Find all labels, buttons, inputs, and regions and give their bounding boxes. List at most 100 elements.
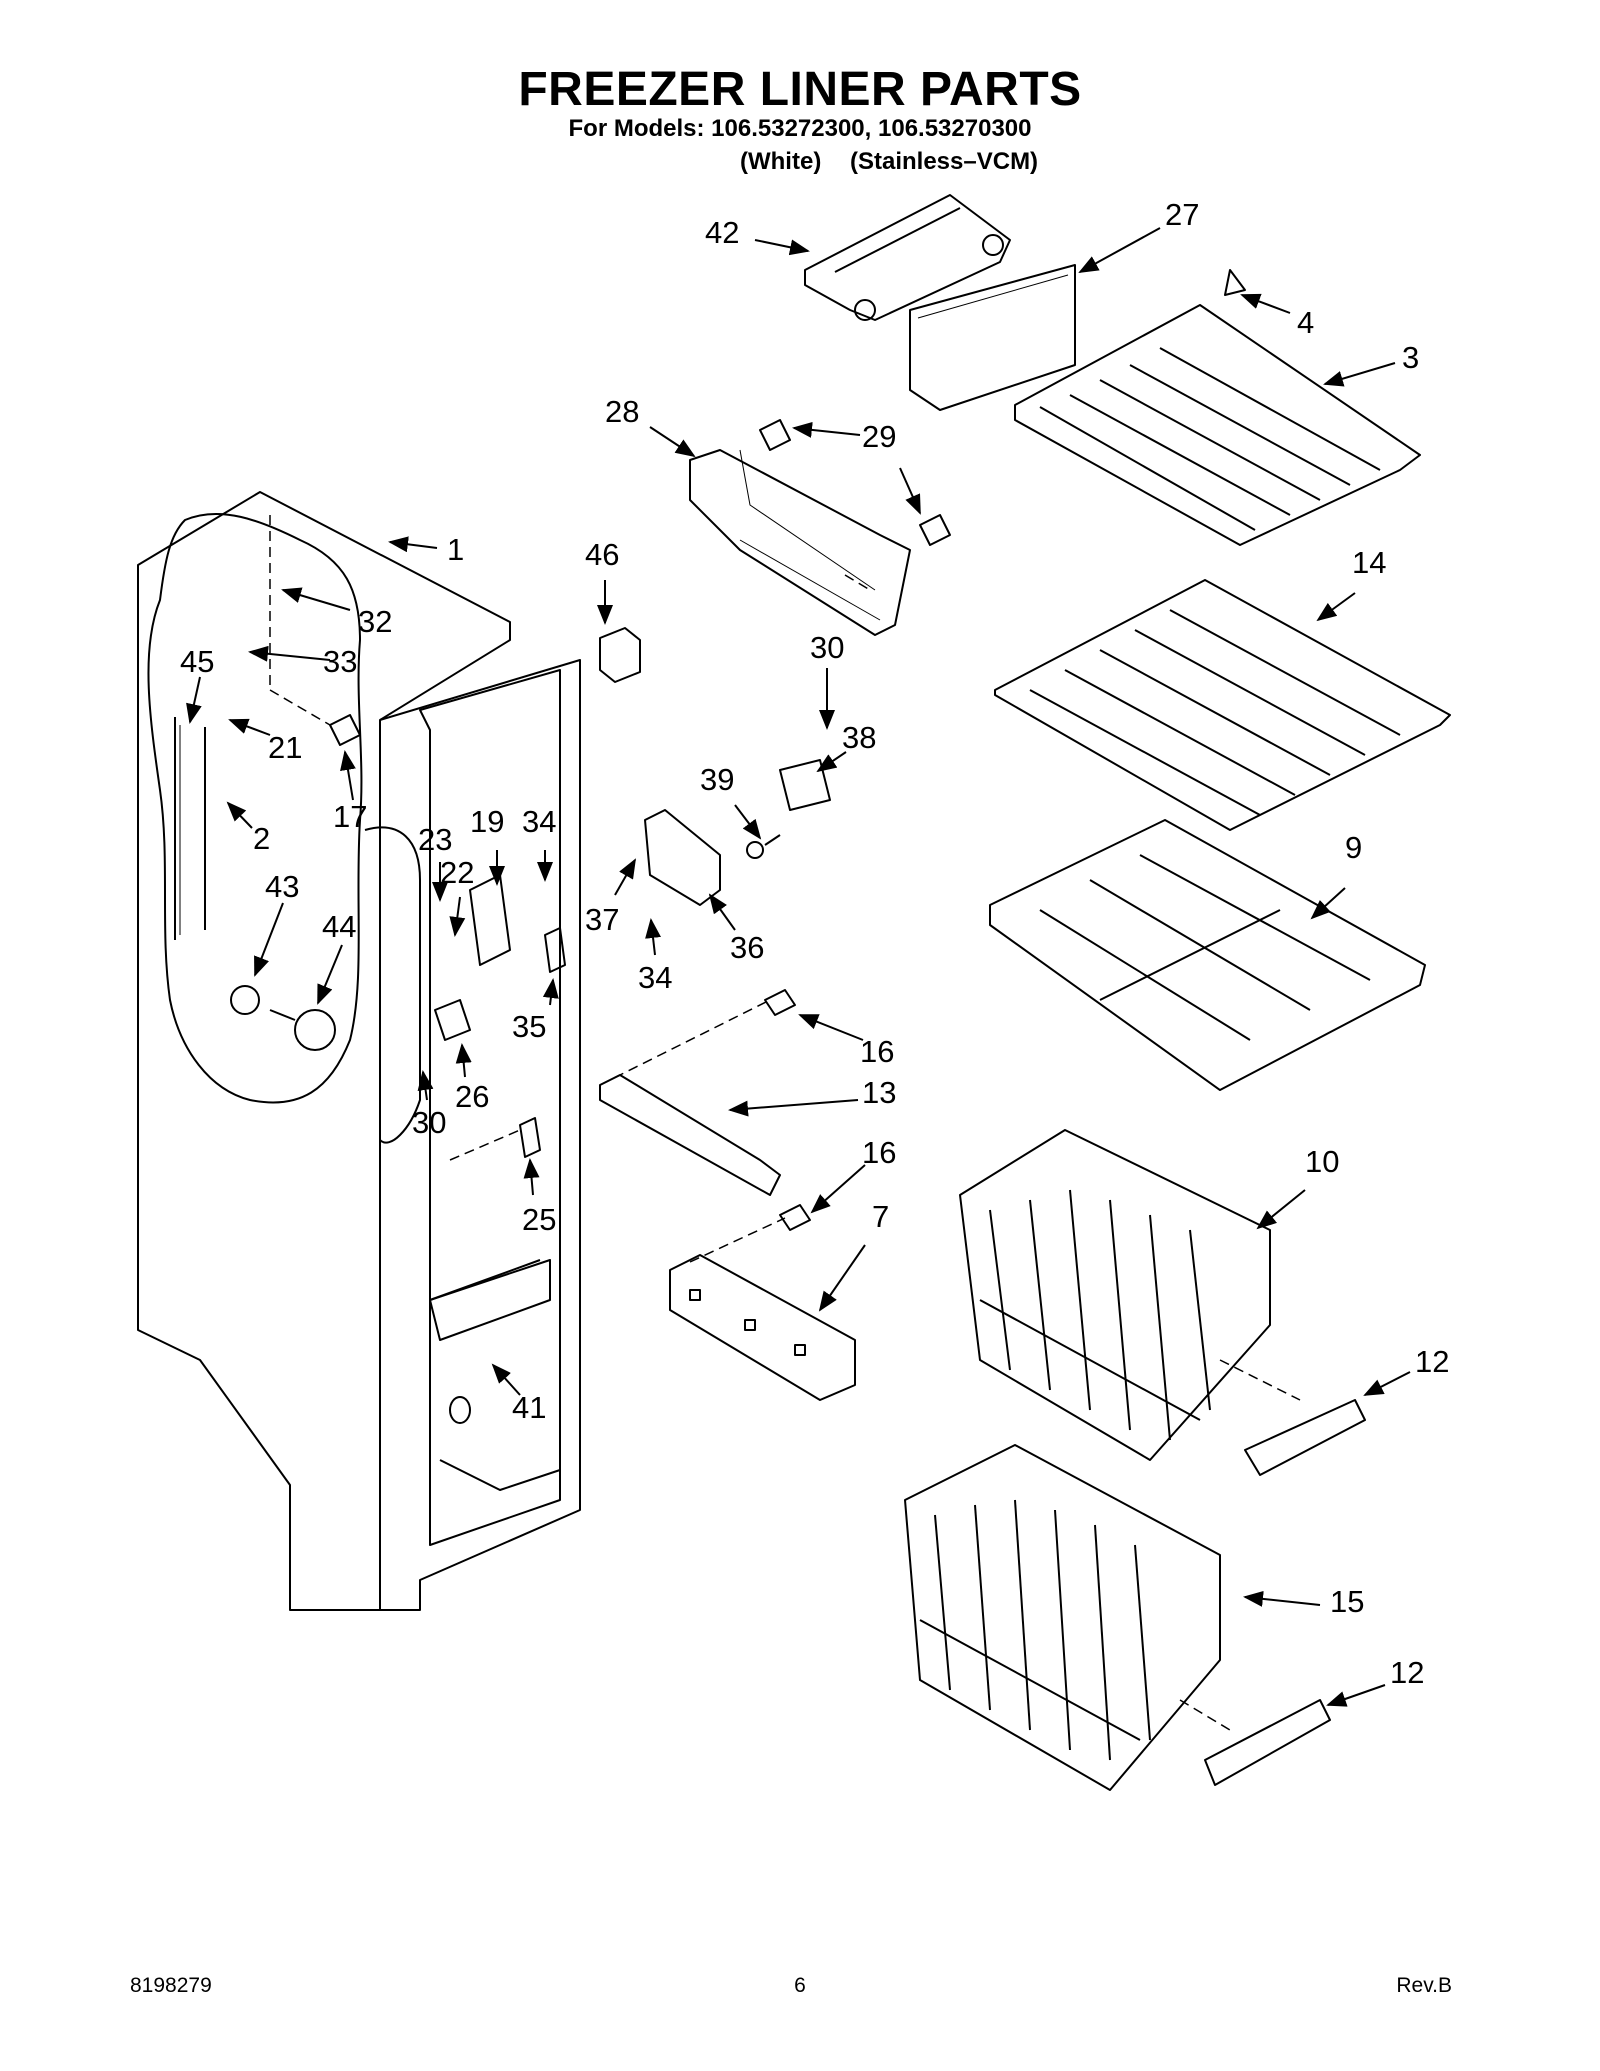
leader-45 [186,676,202,724]
callout-29: 29 [862,419,896,454]
callout-23: 23 [418,822,452,857]
alignment-lines [269,515,1301,1731]
leader-14 [1316,592,1356,622]
leader-16a [798,1014,864,1041]
callout-9: 9 [1345,830,1362,865]
leader-21 [228,718,271,736]
callout-2: 2 [253,821,270,856]
leader-9 [1310,887,1346,920]
callout-19: 19 [470,804,504,839]
lower-shelf [989,819,1426,1091]
top-wire-shelf [1014,304,1421,546]
callout-15: 15 [1330,1584,1364,1619]
callout-26: 26 [455,1079,489,1114]
leader-27 [1078,227,1161,273]
leader-39 [734,804,762,840]
bracket-housing [689,449,911,636]
leader-7 [818,1244,866,1312]
callout-45: 45 [180,644,214,679]
bracket-35 [544,927,566,973]
leader-29a [792,421,861,438]
leader-13 [728,1099,859,1117]
leader-16b [810,1164,866,1214]
switch-25 [519,1117,541,1158]
callout-30a: 30 [810,630,844,665]
leader-44 [317,944,343,1005]
freezer-liner-cabinet [137,491,581,1611]
leader-26 [455,1043,472,1078]
leader-28 [649,426,696,458]
sensor-board-38 [779,759,831,811]
leader-32 [281,587,351,611]
middle-wire-shelf [994,579,1451,831]
callout-16a: 16 [860,1034,894,1069]
cover-41 [429,1259,541,1301]
callout-28: 28 [605,394,639,429]
callout-38: 38 [842,720,876,755]
leader-37 [614,858,636,896]
bulb-44 [269,1009,336,1051]
leader-35 [542,978,559,1006]
screws-16 [764,989,811,1231]
callout-7: 7 [872,1199,889,1234]
leader-25 [523,1158,540,1196]
upper-wire-basket [959,1129,1271,1461]
leader-10 [1256,1189,1306,1230]
callout-41: 41 [512,1390,546,1425]
callout-21: 21 [268,730,302,765]
callout-43: 43 [265,869,299,904]
variant-stainless-label: (Stainless–VCM) [850,148,1039,175]
leader-41 [491,1363,521,1396]
leader-12a [1363,1371,1411,1396]
callout-30b: 30 [412,1105,446,1140]
leader-38 [816,751,847,773]
revision-label: Rev.B [1396,1974,1452,1997]
clip-4 [1224,269,1246,296]
leader-12b [1326,1684,1386,1707]
leader-34b [645,918,661,956]
hinge-bracket [804,194,1011,321]
leader-2 [226,801,253,829]
callout-37: 37 [585,902,619,937]
callout-46: 46 [585,537,619,572]
callout-34a: 34 [522,804,556,839]
callout-numbers: 42 27 4 3 28 29 1 46 32 33 45 21 17 2 30… [180,197,1449,1690]
callout-10: 10 [1305,1144,1339,1179]
leader-43 [254,902,284,977]
rail-13 [599,1074,781,1196]
callout-36: 36 [730,930,764,965]
callout-3: 3 [1402,340,1419,375]
leader-17 [340,750,356,801]
callout-14: 14 [1352,545,1386,580]
callout-12b: 12 [1390,1655,1424,1690]
screws-29 [759,419,951,546]
callout-16b: 16 [862,1135,896,1170]
lamp-socket-19 [469,874,511,966]
leader-22 [449,896,466,937]
leader-36 [708,893,736,931]
page-title: FREEZER LINER PARTS [518,63,1082,116]
leader-29b [899,467,921,515]
callout-44: 44 [322,909,356,944]
damper-assembly [644,809,781,906]
document-number: 8198279 [130,1974,212,1997]
callout-22: 22 [440,855,474,890]
leader-30b [417,1070,434,1101]
basket-stop-lower [1204,1699,1331,1786]
cover-panel [909,264,1076,411]
leader-1 [388,536,438,553]
leader-4 [1240,293,1291,314]
callout-25: 25 [522,1202,556,1237]
callout-42: 42 [705,215,739,250]
callout-34b: 34 [638,960,672,995]
callout-27: 27 [1165,197,1199,232]
callout-32: 32 [358,604,392,639]
leader-3 [1323,362,1396,387]
callout-12a: 12 [1415,1344,1449,1379]
clip-17 [329,714,361,746]
leader-33 [248,645,331,662]
leader-42 [754,239,810,256]
callout-13: 13 [862,1075,896,1110]
callout-35: 35 [512,1009,546,1044]
callout-4: 4 [1297,305,1314,340]
